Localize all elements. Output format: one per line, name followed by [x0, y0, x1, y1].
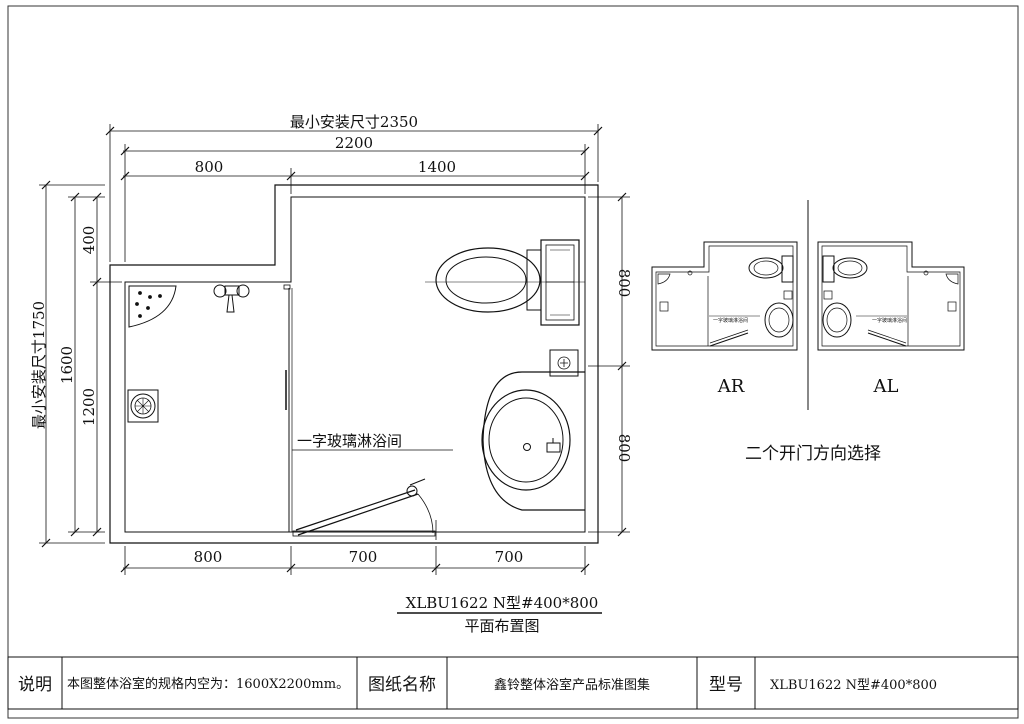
variant-ar-label: AR [717, 376, 745, 397]
variant-al-label: AL [873, 376, 899, 397]
toilet-icon [425, 239, 585, 326]
corner-shelf-icon [128, 285, 177, 328]
footer-note-text: 本图整体浴室的规格内空为：1600X2200mm。 [67, 676, 349, 692]
washbasin-icon [481, 371, 585, 511]
variant-caption: 二个开门方向选择 [745, 444, 881, 464]
inner-wall [124, 196, 586, 533]
dim-right-lower-height: 800 [615, 434, 633, 463]
dim-min-install-width: 最小安装尺寸2350 [290, 113, 418, 131]
dimension-lines [39, 124, 630, 575]
dim-top-left-width: 800 [195, 158, 224, 176]
dim-left-lower-height: 1200 [80, 388, 98, 426]
shower-label: 一字玻璃淋浴间 [297, 432, 402, 450]
dim-left-upper-height: 400 [80, 226, 98, 255]
footer-model-label: 型号 [709, 675, 743, 695]
footer-note-label: 说明 [18, 675, 52, 695]
socket-icon [549, 349, 579, 377]
dim-right-upper-height: 800 [615, 269, 633, 298]
sheet-border [7, 5, 1019, 719]
footer-model-value: XLBU1622 N型#400*800 [770, 678, 937, 693]
main-plan [109, 184, 599, 544]
dim-bottom-left-width: 800 [194, 548, 223, 566]
drawing-model: XLBU1622 N型#400*800 [406, 594, 599, 612]
floor-drain-icon [127, 389, 159, 423]
shower-mixer-icon [213, 284, 250, 313]
dim-bottom-mid-width: 700 [349, 548, 378, 566]
footer-table [7, 656, 1019, 710]
dim-overall-width: 2200 [335, 134, 373, 152]
footer-drawing-name: 鑫铃整体浴室产品标准图集 [494, 677, 650, 693]
dim-min-install-height: 最小安装尺寸1750 [30, 301, 48, 429]
variant-al-plan [817, 241, 965, 351]
dim-top-right-width: 1400 [418, 158, 456, 176]
dim-overall-height: 1600 [58, 346, 76, 384]
drawing-subtitle: 平面布置图 [464, 617, 539, 635]
outer-wall [109, 184, 599, 544]
variant-ar-shower-label: 一字玻璃淋浴间 [713, 317, 748, 324]
dim-bottom-right-width: 700 [495, 548, 524, 566]
variant-ar-plan [651, 241, 798, 351]
shower-door-icon [292, 478, 437, 540]
variant-al-shower-label: 一字玻璃淋浴间 [872, 317, 907, 324]
footer-drawing-name-label: 图纸名称 [368, 675, 436, 695]
